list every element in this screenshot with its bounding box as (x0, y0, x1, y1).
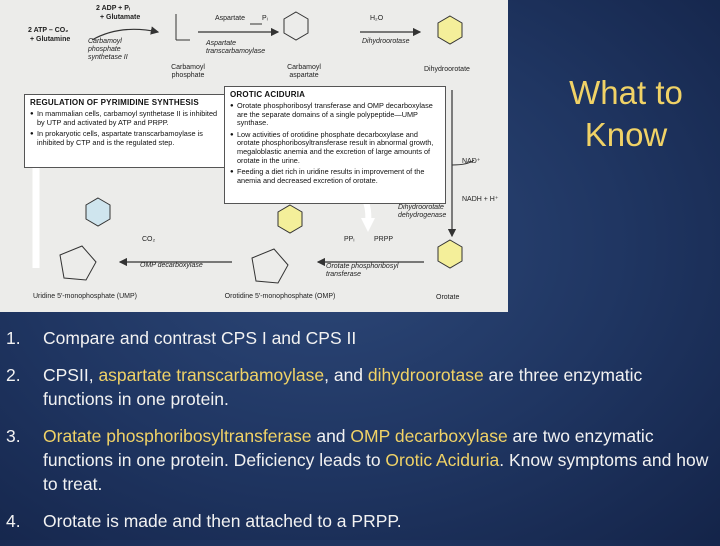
omp-label: Orotidine 5′-monophosphate (OMP) (224, 293, 336, 300)
ppi-label: PPᵢ (344, 236, 355, 243)
dho-enzyme-label: Dihydroorotase (362, 38, 410, 45)
highlighted-term: OMP decarboxylase (350, 426, 508, 446)
ump-label: Uridine 5′-monophosphate (UMP) (32, 293, 138, 300)
point-text: are three enzymatic functions in one pro… (43, 365, 643, 409)
regulation-item: In mammalian cells, carbamoyl synthetase… (30, 109, 220, 127)
regulation-heading: REGULATION OF PYRIMIDINE SYNTHESIS (30, 98, 199, 107)
aspartate-label: Aspartate (215, 15, 245, 22)
orotic-aciduria-heading: OROTIC ACIDURIA (230, 90, 306, 99)
dihydroorotate-label: Dihydroorotate (424, 66, 470, 73)
point-text: and (311, 426, 351, 446)
nadh-label: NADH + H⁺ (462, 196, 499, 203)
key-point: 1. Compare and contrast CPS I and CPS II (6, 326, 714, 350)
slide-title: What to Know (569, 74, 683, 153)
point-text: Orotate is made and then attached to a P… (43, 511, 402, 531)
prpp-label: PRPP (374, 236, 394, 243)
orotic-aciduria-item: Orotate phosphoribosyl transferase and O… (230, 101, 440, 128)
carbamoyl-phosphate-label: Carbamoyl phosphate (171, 64, 205, 79)
carbamoyl-aspartate-label: Carbamoyl aspartate (287, 64, 321, 79)
nad-label: NAD⁺ (462, 158, 481, 165)
atc-enzyme-label: Aspartate transcarbamoylase (206, 40, 266, 55)
key-points-list: 1.Compare and contrast CPS I and CPS II … (6, 326, 714, 546)
orotic-aciduria-item: Feeding a diet rich in uridine results i… (230, 167, 440, 185)
pyrimidine-synthesis-figure: 2 ADP + Pᵢ + Glutamate 2 ATP – CO₂ + Glu… (0, 0, 508, 312)
omp-decarboxylase-label: OMP decarboxylase (140, 262, 203, 269)
highlighted-term: Oratate phosphoribosyltransferase (43, 426, 312, 446)
key-point: 2. CPSII, aspartate transcarbamoylase, an… (6, 363, 714, 411)
highlighted-term: aspartate transcarbamoylase (98, 365, 325, 385)
point-text: CPSII, (43, 365, 99, 385)
point-number: 3. (6, 426, 21, 446)
point-text: Compare and contrast CPS I and CPS II (43, 328, 357, 348)
pi-label: Pᵢ (262, 15, 268, 22)
atp-consumed-label: 2 ADP + Pᵢ (96, 5, 130, 12)
point-text: . Know symptoms and how to treat. (43, 450, 709, 494)
highlighted-term: Orotic Aciduria (385, 450, 500, 470)
point-number: 4. (6, 511, 21, 531)
point-number: 1. (6, 328, 21, 348)
oprt-enzyme-label: Orotate phosphoribosyl transferase (326, 263, 399, 278)
glutamine-label: + Glutamine (30, 36, 71, 43)
highlighted-term: dihydroorotase (367, 365, 484, 385)
regulation-item: In prokaryotic cells, aspartate transcar… (30, 129, 220, 147)
co2-label: CO₂ (142, 236, 156, 243)
point-text: are two enzymatic functions in one prote… (43, 426, 654, 470)
atp-input-label: 2 ATP – CO₂ (28, 27, 69, 34)
water-label: H₂O (370, 15, 384, 22)
key-point: 4. Orotate is made and then attached to a… (6, 509, 714, 533)
point-text: , and (324, 365, 368, 385)
orotic-aciduria-box: OROTIC ACIDURIA Orotate phosphoribosyl t… (224, 86, 446, 204)
dhodh-enzyme-label: Dihydroorotate dehydrogenase (398, 204, 447, 219)
point-number: 2. (6, 365, 21, 385)
key-point: 3.Oratate phosphoribosyltransferase and … (6, 424, 714, 496)
glutamate-label: + Glutamate (100, 14, 141, 21)
cps2-enzyme-label: Carbamoyl phosphate synthetase II (88, 38, 128, 61)
orotate-label: Orotate (436, 294, 460, 301)
orotic-aciduria-item: Low activities of orotidine phosphate de… (230, 130, 440, 165)
regulation-box: REGULATION OF PYRIMIDINE SYNTHESIS In ma… (24, 94, 226, 168)
